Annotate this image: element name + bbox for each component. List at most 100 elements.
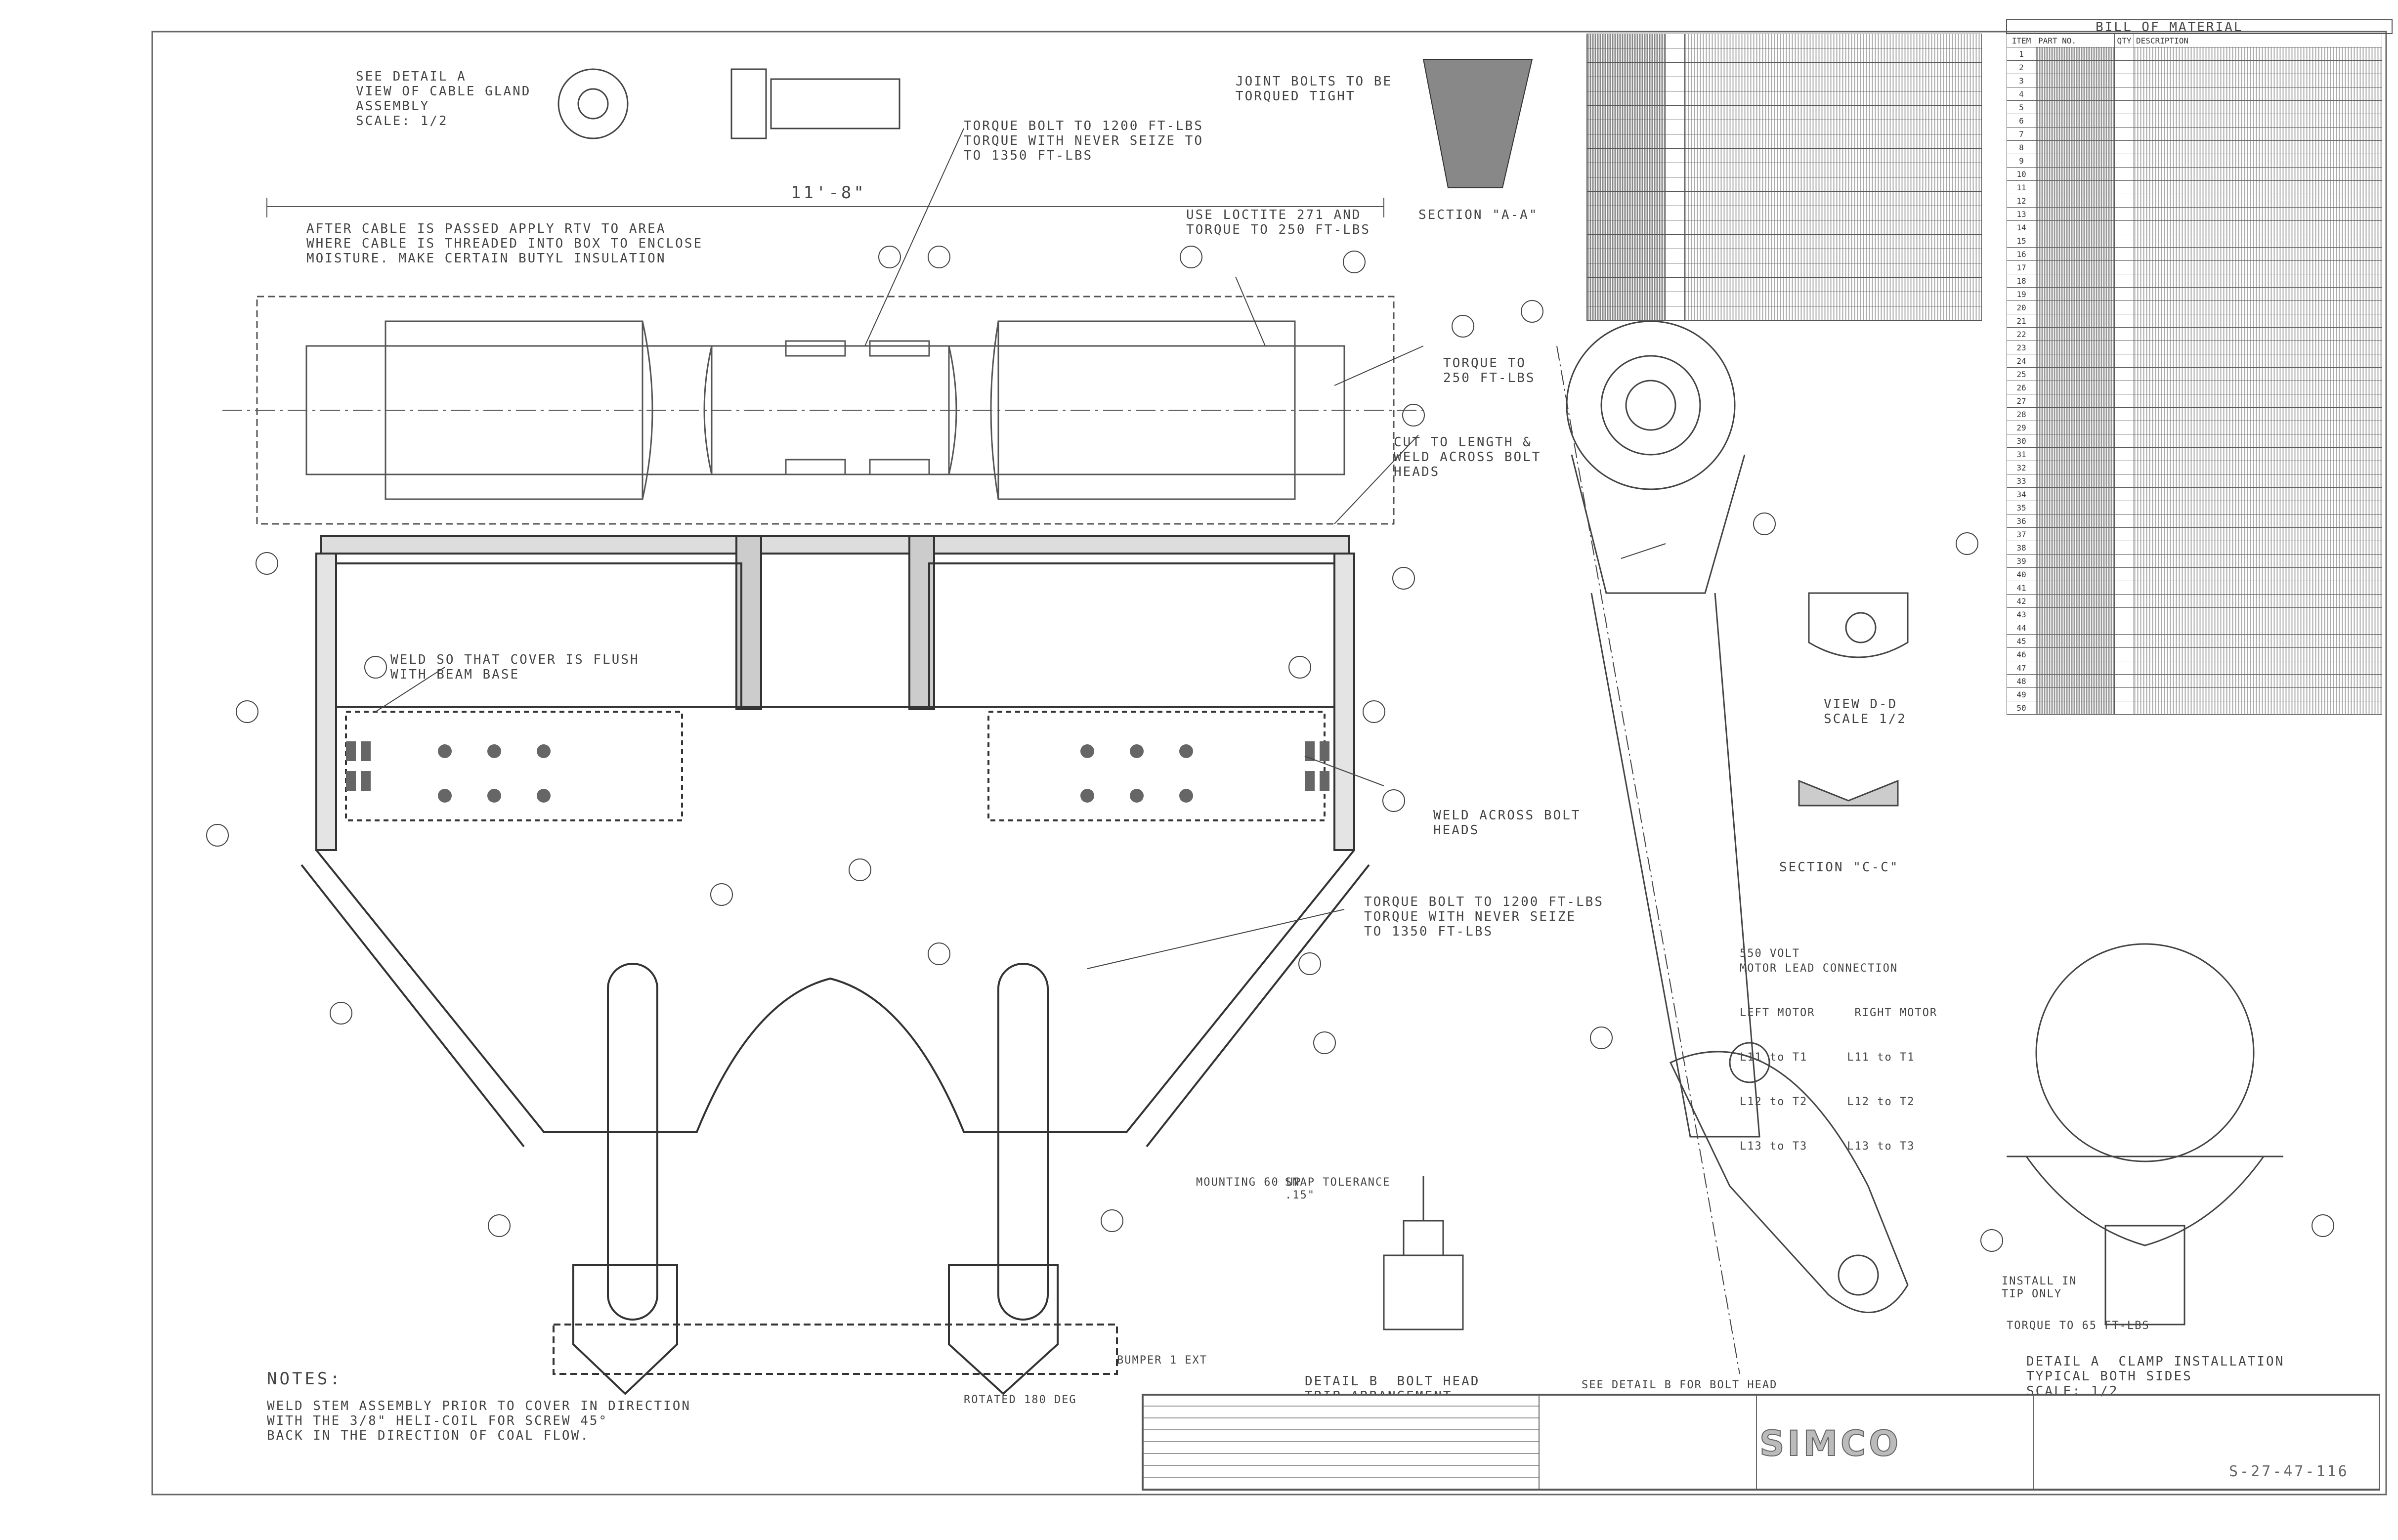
bom-part xyxy=(2036,514,2115,528)
bom-part xyxy=(2036,180,2115,194)
section-aa-label: SECTION "A-A" xyxy=(1418,208,1539,222)
parts-row xyxy=(1586,148,1982,163)
bom-desc xyxy=(2134,167,2382,181)
bom-desc xyxy=(2134,634,2382,648)
parts-desc xyxy=(1684,263,1982,278)
bom-item-number: 36 xyxy=(2007,514,2036,528)
parts-number xyxy=(1586,234,1666,249)
bom-row: 18 xyxy=(2007,274,2382,288)
bom-desc xyxy=(2134,300,2382,314)
section-aa-graphic xyxy=(1422,59,1533,188)
bom-item-number: 4 xyxy=(2007,87,2036,101)
parts-row xyxy=(1586,277,1982,292)
bom-item-number: 19 xyxy=(2007,287,2036,301)
bom-row: 30 xyxy=(2007,434,2382,448)
parts-row xyxy=(1586,249,1982,263)
bom-desc xyxy=(2134,247,2382,261)
bom-part xyxy=(2036,314,2115,328)
bom-row: 7 xyxy=(2007,127,2382,141)
bom-desc xyxy=(2134,621,2382,635)
bom-row: 26 xyxy=(2007,381,2382,394)
motor-cell: L12 to T2 xyxy=(1847,1096,1915,1108)
bom-qty xyxy=(2114,541,2134,555)
parts-row xyxy=(1586,306,1982,321)
bom-part xyxy=(2036,407,2115,421)
detail-a-graphic xyxy=(2007,943,2283,1326)
bom-qty xyxy=(2114,687,2134,701)
parts-qty xyxy=(1665,91,1685,106)
bom-qty xyxy=(2114,260,2134,274)
bom-qty xyxy=(2114,87,2134,101)
bom-desc xyxy=(2134,154,2382,168)
bom-part xyxy=(2036,167,2115,181)
bom-item-number: 27 xyxy=(2007,394,2036,408)
bom-row: 27 xyxy=(2007,394,2382,408)
bom-item-number: 15 xyxy=(2007,234,2036,248)
detail-a-install-label: DETAIL A CLAMP INSTALLATION TYPICAL BOTH… xyxy=(2026,1354,2285,1399)
bom-part xyxy=(2036,247,2115,261)
bom-part xyxy=(2036,674,2115,688)
bom-desc xyxy=(2134,567,2382,581)
bom-qty xyxy=(2114,394,2134,408)
install-tip-note: INSTALL IN TIP ONLY xyxy=(2002,1275,2077,1300)
parts-number xyxy=(1586,77,1666,91)
bom-item-number: 7 xyxy=(2007,127,2036,141)
parts-list-table xyxy=(1586,34,1982,321)
bolt-pattern xyxy=(346,741,1329,803)
bom-part xyxy=(2036,74,2115,87)
bom-row: 35 xyxy=(2007,501,2382,514)
bom-header-part: PART NO. xyxy=(2036,34,2115,47)
bom-qty xyxy=(2114,354,2134,368)
bom-qty xyxy=(2114,100,2134,114)
bom-row: 16 xyxy=(2007,247,2382,261)
revision-block xyxy=(1143,1395,1540,1489)
bom-row: 23 xyxy=(2007,341,2382,354)
bom-desc xyxy=(2134,274,2382,288)
parts-qty xyxy=(1665,48,1685,63)
parts-qty xyxy=(1665,77,1685,91)
bom-item-number: 5 xyxy=(2007,100,2036,114)
bom-qty xyxy=(2114,60,2134,74)
bom-desc xyxy=(2134,354,2382,368)
parts-row xyxy=(1586,206,1982,220)
bom-part xyxy=(2036,634,2115,648)
bom-item-number: 11 xyxy=(2007,180,2036,194)
bom-header-qty: QTY xyxy=(2114,34,2134,47)
bom-qty xyxy=(2114,74,2134,87)
cable-note: AFTER CABLE IS PASSED APPLY RTV TO AREA … xyxy=(306,221,703,266)
bom-qty xyxy=(2114,474,2134,488)
bom-row: 40 xyxy=(2007,567,2382,581)
parts-qty xyxy=(1665,148,1685,163)
bom-qty xyxy=(2114,167,2134,181)
bom-part xyxy=(2036,621,2115,635)
bom-row: 17 xyxy=(2007,260,2382,274)
bom-item-number: 20 xyxy=(2007,300,2036,314)
bom-desc xyxy=(2134,140,2382,154)
bom-qty xyxy=(2114,207,2134,221)
parts-qty xyxy=(1665,306,1685,321)
company-logo: SIMCO xyxy=(1759,1423,1901,1464)
parts-qty xyxy=(1665,191,1685,206)
bom-item-number: 22 xyxy=(2007,327,2036,341)
bom-item-number: 30 xyxy=(2007,434,2036,448)
bom-desc xyxy=(2134,287,2382,301)
motor-lead-table: 550 VOLT MOTOR LEAD CONNECTION LEFT MOTO… xyxy=(1740,917,1937,1169)
parts-row xyxy=(1586,91,1982,106)
bom-desc xyxy=(2134,220,2382,234)
bom-item-number: 48 xyxy=(2007,674,2036,688)
parts-desc xyxy=(1684,62,1982,77)
bom-desc xyxy=(2134,180,2382,194)
bom-item-number: 10 xyxy=(2007,167,2036,181)
bom-desc xyxy=(2134,647,2382,661)
bom-desc xyxy=(2134,554,2382,568)
bom-desc xyxy=(2134,74,2382,87)
parts-number xyxy=(1586,48,1666,63)
bom-qty xyxy=(2114,501,2134,514)
bom-part xyxy=(2036,100,2115,114)
bom-item-number: 32 xyxy=(2007,461,2036,474)
pivot-arm xyxy=(1556,320,1909,1374)
bom-item-number: 17 xyxy=(2007,260,2036,274)
bom-qty xyxy=(2114,514,2134,528)
parts-desc xyxy=(1684,177,1982,192)
